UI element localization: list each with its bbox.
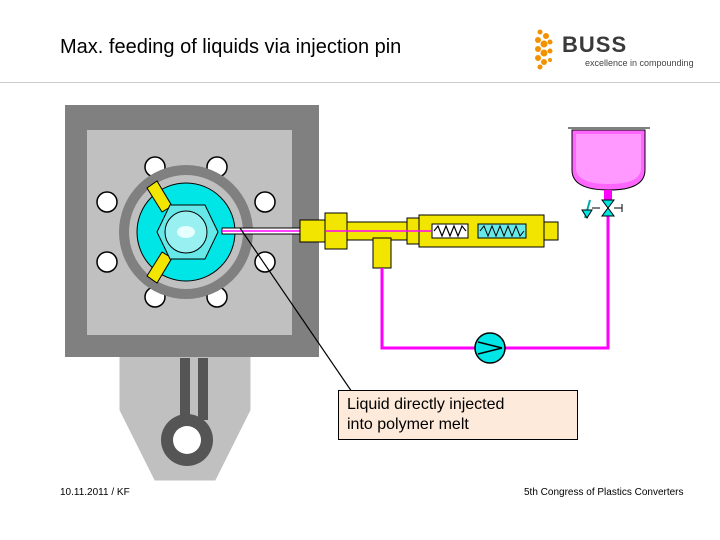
mount-bracket: [119, 354, 251, 481]
title-divider: [0, 82, 720, 83]
slide-title: Max. feeding of liquids via injection pi…: [60, 36, 402, 58]
liquid-tank-icon: [568, 127, 650, 200]
footer-date: 10.11.2011 / KF: [60, 487, 130, 498]
pump-icon: [474, 332, 506, 364]
screw-shaft: [156, 204, 219, 260]
footer-event: 5th Congress of Plastics Converters: [524, 487, 684, 498]
logo-dots: [535, 29, 553, 70]
logo-brand: BUSS: [562, 32, 628, 57]
buss-logo-icon: [535, 29, 553, 70]
callout-pointer: [239, 227, 353, 393]
callout-line-1: Liquid directly injected: [347, 396, 505, 413]
injection-pin: [221, 212, 559, 269]
callout-box: Liquid directly injected into polymer me…: [338, 390, 578, 440]
valve-icon: [581, 199, 623, 219]
logo-tagline: excellence in compounding: [585, 58, 694, 68]
callout-line-2: into polymer melt: [347, 416, 469, 433]
